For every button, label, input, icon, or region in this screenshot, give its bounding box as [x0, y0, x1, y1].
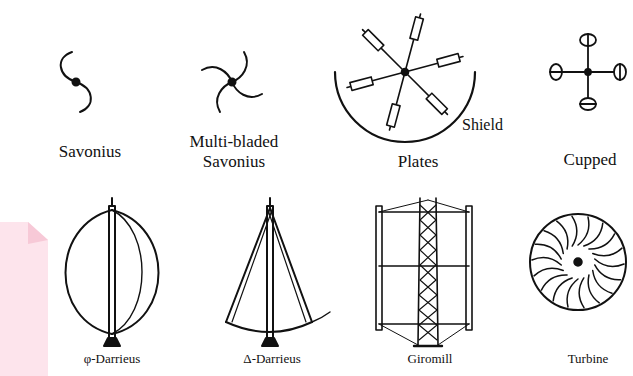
type-label: Plates — [398, 152, 439, 172]
turbine-rotor — [530, 214, 626, 310]
type-label: Turbine — [568, 352, 609, 367]
cupped-rotor — [550, 34, 626, 110]
phi-darrieus-rotor — [66, 198, 159, 346]
multi-bladed-savonius-rotor — [202, 52, 262, 112]
type-label: Shield — [462, 116, 503, 134]
giromill-rotor — [376, 198, 472, 346]
type-label: Savonius — [59, 142, 121, 162]
type-label: Cupped — [564, 150, 617, 170]
type-label: φ-Darrieus — [84, 352, 141, 367]
savonius-rotor — [61, 52, 91, 112]
plates-rotor — [335, 13, 475, 142]
delta-darrieus-rotor — [226, 198, 330, 346]
page-strip — [0, 222, 48, 376]
type-label: Giromill — [408, 352, 453, 367]
type-label: Multi-bladed Savonius — [179, 132, 289, 171]
type-label: Δ-Darrieus — [243, 352, 300, 367]
